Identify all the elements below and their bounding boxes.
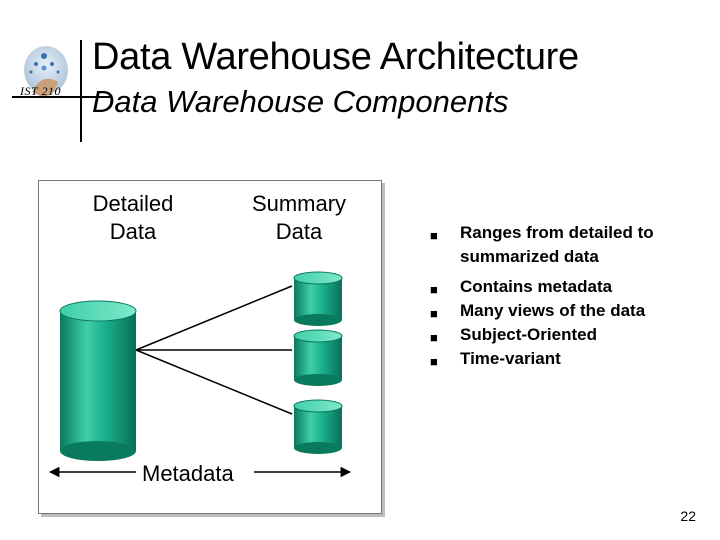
summary-data-label: Summary Data: [240, 190, 358, 246]
bullet-text: Many views of the data: [460, 301, 646, 320]
slide-title: Data Warehouse Architecture: [92, 36, 579, 78]
header-vertical-rule: [80, 40, 82, 142]
feature-bullet-list: ■ Ranges from detailed to summarized dat…: [428, 221, 710, 371]
bullet-marker-icon: ■: [430, 228, 438, 243]
bullet-text: Time-variant: [460, 349, 561, 368]
summary-cylinder-3: [293, 399, 343, 454]
slide-subtitle: Data Warehouse Components: [92, 84, 509, 119]
bullet-marker-icon: ■: [430, 354, 438, 369]
bullet-marker-icon: ■: [430, 306, 438, 321]
bullet-text: Ranges from detailed to summarized data: [460, 223, 654, 266]
bullet-text: Contains metadata: [460, 277, 613, 296]
summary-cylinder-2: [293, 329, 343, 386]
bullet-marker-icon: ■: [430, 282, 438, 297]
summary-cylinder-1: [293, 271, 343, 326]
page-number: 22: [680, 508, 696, 524]
metadata-label: Metadata: [142, 461, 234, 486]
connector-line-bottom: [135, 349, 293, 415]
bullet-item: ■ Many views of the data: [428, 299, 710, 323]
connector-lines: [135, 285, 293, 415]
course-logo: [14, 42, 76, 98]
bullet-text: Subject-Oriented: [460, 325, 597, 344]
connector-line-top: [135, 285, 293, 351]
detailed-data-label: Detailed Data: [82, 190, 184, 246]
bullet-item: ■ Time-variant: [428, 347, 710, 371]
header-horizontal-rule: [12, 96, 110, 98]
detailed-data-cylinder: [59, 300, 137, 461]
summary-data-label-text: Summary Data: [251, 191, 347, 244]
bullet-marker-icon: ■: [430, 330, 438, 345]
bullet-item: ■ Contains metadata: [428, 275, 710, 299]
bullet-item: ■ Ranges from detailed to summarized dat…: [428, 221, 710, 269]
bullet-item: ■ Subject-Oriented: [428, 323, 710, 347]
detailed-data-label-text: Detailed Data: [92, 191, 174, 244]
logo-text: IST 210: [20, 84, 61, 98]
